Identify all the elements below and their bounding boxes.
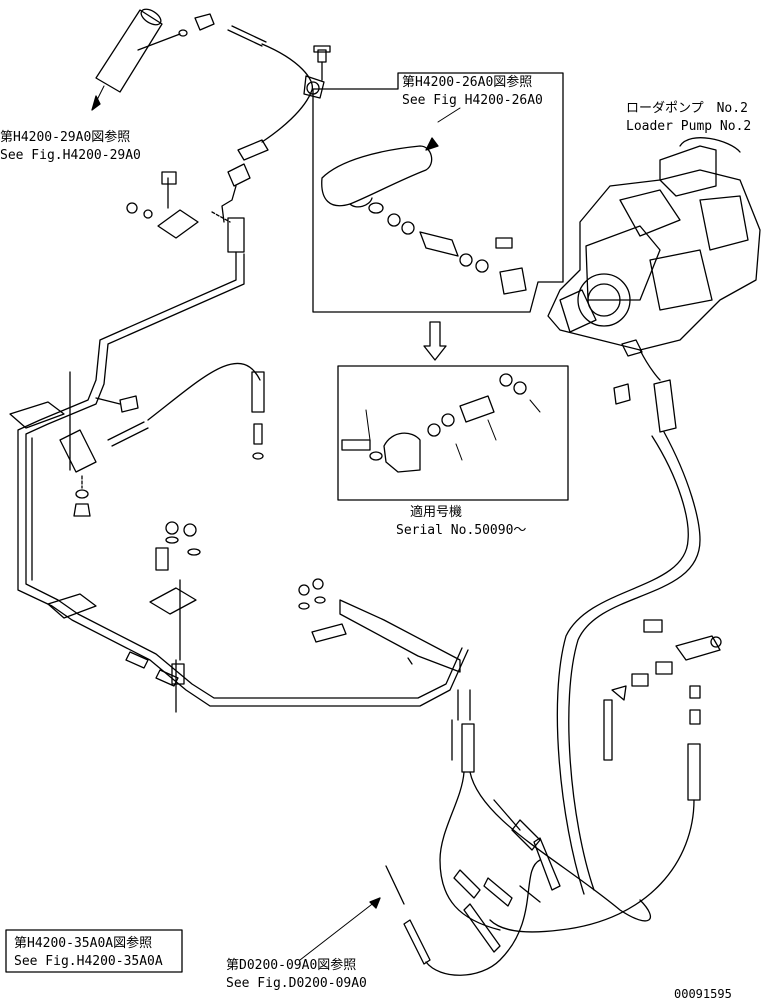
inset-top-frame (312, 72, 564, 313)
loader-pump-body (547, 137, 761, 351)
upper-bracket (126, 171, 245, 253)
middle-bracket (125, 521, 201, 713)
serial-label-en: Serial No.50090～ (396, 523, 527, 538)
pump-label-en: Loader Pump No.2 (626, 119, 752, 134)
inset-serial-parts (341, 373, 541, 473)
upper-hose-assembly (221, 25, 331, 223)
right-fittings-cluster (489, 619, 722, 933)
inset-down-arrow (423, 321, 447, 361)
pump-return-hose (556, 339, 701, 895)
drawing-number: 00091595 (674, 987, 732, 1001)
bottom-center-leader (299, 897, 381, 961)
reference-hose-part-top-left (91, 8, 215, 111)
callout-bottom-left-jp: 第H4200-35A0A図参照 (14, 936, 153, 951)
inset-serial-frame (337, 365, 569, 501)
callout-inset-top-jp: 第H4200-26A0図参照 (402, 75, 533, 90)
inset-top-parts (321, 107, 527, 295)
callout-top-left-en: See Fig.H4200-29A0 (0, 148, 141, 163)
serial-label-jp: 適用号機 (410, 505, 463, 520)
right-center-bracket (298, 578, 461, 673)
middle-hose-and-fittings (107, 362, 265, 460)
callout-top-left-jp: 第H4200-29A0図参照 (0, 130, 131, 145)
callout-inset-top-en: See Fig H4200-26A0 (402, 93, 543, 108)
vertical-hoses (439, 689, 652, 931)
pump-label-jp: ローダポンプ No.2 (626, 101, 748, 116)
left-tube-route (9, 251, 469, 707)
lower-hoses (385, 837, 561, 976)
bottom-left-callout-box (5, 929, 183, 973)
callout-bottom-center-jp: 第D0200-09A0図参照 (226, 958, 357, 973)
callout-bottom-left-en: See Fig.H4200-35A0A (14, 954, 163, 969)
callout-bottom-center-en: See Fig.D0200-09A0 (226, 976, 367, 991)
